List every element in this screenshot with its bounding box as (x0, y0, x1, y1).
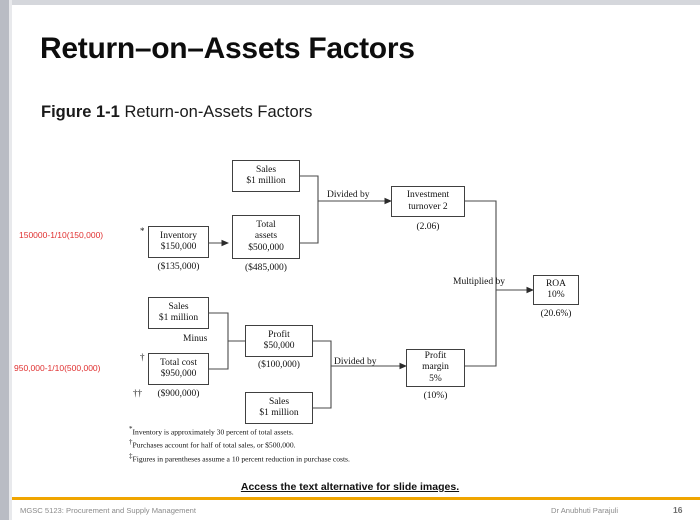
edge-label-divided-by-bottom: Divided by (334, 357, 377, 367)
node-total-cost-caption: ($900,000) (157, 389, 200, 399)
node-total-assets-line1: Total (256, 220, 276, 231)
node-roa-line2: 10% (547, 290, 565, 300)
node-sales-mid: Sales $1 million (148, 297, 209, 329)
node-profit-line1: Profit (268, 329, 290, 340)
node-investment-turnover-line2: turnover 2 (408, 201, 448, 212)
node-sales-mid-line2: $1 million (158, 313, 199, 323)
node-roa-caption: (20.6%) (540, 309, 572, 319)
node-inventory-line2: $150,000 (160, 242, 197, 252)
node-total-assets: Total assets $500,000 (232, 215, 300, 259)
node-profit-margin-line1: Profit (424, 351, 447, 362)
node-sales-top-line2: $1 million (246, 176, 286, 186)
node-total-cost-line1: Total cost (159, 357, 198, 368)
node-sales-mid-line1: Sales (168, 301, 189, 312)
node-total-assets-line3: $500,000 (248, 242, 284, 253)
node-profit: Profit $50,000 (245, 325, 313, 357)
node-investment-turnover: Investment turnover 2 (391, 186, 465, 217)
total-cost-caption-marker: †† (133, 388, 142, 398)
edge-label-minus: Minus (183, 334, 208, 344)
edge-label-multiplied-by: Multiplied by (453, 277, 505, 287)
node-total-cost-line2: $950,000 (160, 369, 197, 379)
node-profit-caption: ($100,000) (258, 360, 300, 370)
node-sales-bottom: Sales $1 million (245, 392, 313, 424)
footnote-row: †Purchases account for half of total sal… (129, 438, 350, 451)
total-cost-marker: † (140, 352, 145, 362)
footer-course-label: MGSC 5123: Procurement and Supply Manage… (20, 506, 197, 515)
footnote-text: Purchases account for half of total sale… (132, 440, 296, 450)
node-sales-top-line1: Sales (255, 164, 277, 175)
node-inventory: Inventory $150,000 (148, 226, 209, 258)
annotation-inventory-calc: 150000-1/10(150,000) (19, 230, 104, 240)
left-edge-strip-inner (9, 0, 12, 520)
node-profit-margin-caption: (10%) (423, 391, 448, 401)
node-profit-line2: $50,000 (263, 341, 295, 351)
footer-author-label: Dr Anubhuti Parajuli (551, 506, 619, 515)
footnote-row: *Inventory is approximately 30 percent o… (129, 425, 350, 438)
page-title: Return–on–Assets Factors (40, 32, 415, 65)
node-inventory-caption: ($135,000) (157, 262, 200, 272)
figure-number: Figure 1-1 (41, 103, 120, 121)
node-sales-bottom-line1: Sales (268, 396, 290, 407)
node-total-cost: Total cost $950,000 (148, 353, 209, 385)
node-roa: ROA 10% (533, 275, 579, 305)
edge-label-divided-by-top: Divided by (327, 190, 370, 200)
node-total-assets-line2: assets (254, 231, 278, 242)
node-sales-top: Sales $1 million (232, 160, 300, 192)
annotation-total-cost-calc: 950,000-1/10(500,000) (14, 363, 101, 373)
node-inventory-line1: Inventory (160, 230, 197, 241)
node-profit-margin: Profit margin 5% (406, 349, 465, 387)
footnote-text: Figures in parentheses assume a 10 perce… (132, 454, 350, 464)
text-alternative-link[interactable]: Access the text alternative for slide im… (240, 481, 460, 493)
footer-page-number: 16 (673, 505, 683, 515)
node-sales-bottom-line2: $1 million (259, 408, 299, 418)
footnote-row: ‡Figures in parentheses assume a 10 perc… (129, 452, 350, 465)
figure-subtitle: Figure 1-1 Return-on-Assets Factors (41, 103, 312, 122)
footnote-marker: † (129, 438, 133, 447)
footnote-text: Inventory is approximately 30 percent of… (132, 427, 294, 437)
inventory-marker: * (140, 226, 145, 236)
footer-accent-bar (12, 497, 700, 500)
footnote-marker: ‡ (129, 451, 133, 460)
node-total-assets-caption: ($485,000) (245, 263, 287, 273)
node-profit-margin-line3: 5% (429, 373, 442, 384)
node-roa-line1: ROA (545, 278, 567, 289)
footnotes-block: *Inventory is approximately 30 percent o… (129, 425, 350, 465)
node-investment-turnover-caption: (2.06) (416, 222, 440, 232)
left-edge-strip (0, 0, 9, 520)
figure-caption-text: Return-on-Assets Factors (119, 103, 313, 121)
node-investment-turnover-line1: Investment (406, 190, 450, 201)
footnote-marker: * (129, 425, 133, 433)
node-profit-margin-line2: margin (422, 362, 449, 373)
top-edge-shadow (12, 0, 700, 5)
